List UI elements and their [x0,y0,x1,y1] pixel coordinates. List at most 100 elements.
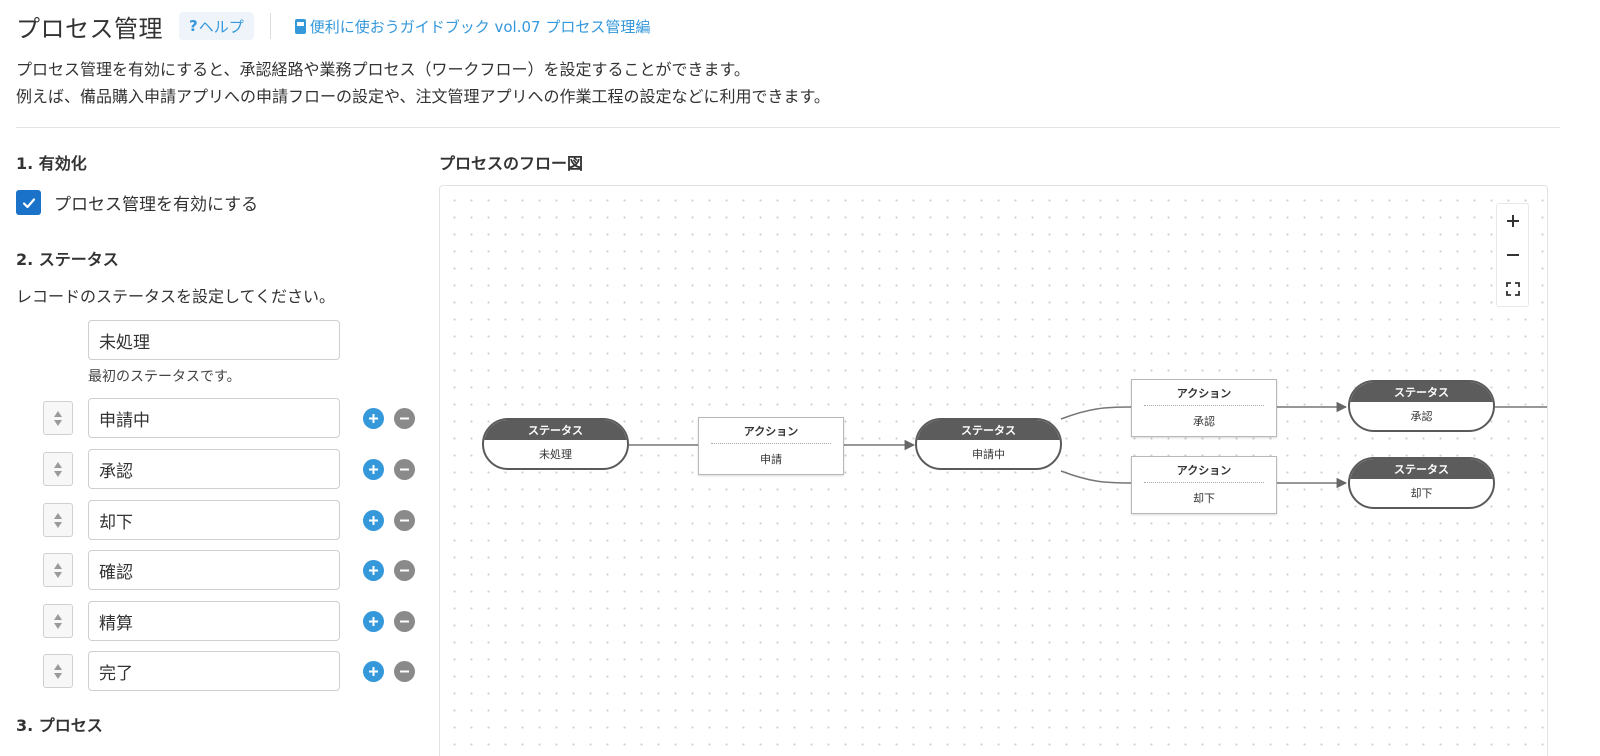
zoom-out-button[interactable] [1497,238,1528,272]
status-input[interactable] [88,601,340,641]
add-status-button[interactable] [363,661,384,682]
book-icon [294,18,306,34]
minus-icon [400,468,409,471]
first-status-note: 最初のステータスです。 [88,369,241,385]
sort-up-icon [54,613,62,620]
sort-down-icon [54,419,62,426]
status-input[interactable] [88,651,340,691]
sort-down-icon [54,521,62,528]
status-input[interactable] [88,449,340,489]
help-icon: ? [189,17,198,35]
minus-icon [400,417,409,420]
add-status-button[interactable] [363,611,384,632]
sort-handle[interactable] [43,654,73,688]
edge-s2-a2 [1060,406,1132,420]
sort-handle[interactable] [43,553,73,587]
remove-status-button[interactable] [394,611,415,632]
add-status-button[interactable] [363,408,384,429]
action-node-header: アクション [1144,380,1264,406]
action-node-label: 承認 [1193,415,1215,428]
flow-status-node[interactable]: ステータス 未処理 [482,418,629,470]
edge-s2-a3 [1060,470,1132,484]
flow-action-node[interactable]: アクション 承認 [1131,379,1277,437]
status-node-header: ステータス [484,420,627,440]
remove-status-button[interactable] [394,510,415,531]
remove-status-button[interactable] [394,661,415,682]
sort-handle[interactable] [43,503,73,537]
page-header: プロセス管理 ? ヘルプ 便利に使おうガイドブック vol.07 プロセス管理編 [16,8,650,44]
section-divider [16,127,1560,128]
plus-icon [369,414,378,423]
check-icon [22,197,35,208]
sort-up-icon [54,410,62,417]
remove-status-button[interactable] [394,459,415,480]
header-divider [269,13,271,39]
minus-icon [400,670,409,673]
plus-icon [1506,215,1519,227]
status-heading: 2. ステータス [16,250,119,269]
sort-down-icon [54,470,62,477]
zoom-in-button[interactable] [1497,204,1528,238]
enable-label: プロセス管理を有効にする [54,195,259,215]
enable-checkbox[interactable] [16,190,41,215]
flow-action-node[interactable]: アクション 却下 [1131,456,1277,514]
action-node-header: アクション [1144,457,1264,483]
status-node-header: ステータス [1350,382,1493,402]
minus-icon [400,519,409,522]
flow-action-node[interactable]: アクション 申請 [698,417,844,475]
minus-icon [400,620,409,623]
sort-up-icon [54,663,62,670]
status-node-label: 承認 [1410,410,1433,423]
add-status-button[interactable] [363,560,384,581]
help-label: ヘルプ [198,17,244,36]
guidebook-link-label: 便利に使おうガイドブック vol.07 プロセス管理編 [309,17,651,36]
plus-icon [369,617,378,626]
status-node-label: 未処理 [539,448,572,461]
guidebook-link[interactable]: 便利に使おうガイドブック vol.07 プロセス管理編 [294,16,651,37]
description-line-2: 例えば、備品購入申請アプリへの申請フローの設定や、注文管理アプリへの作業工程の設… [16,87,830,106]
status-input[interactable] [88,398,340,438]
remove-status-button[interactable] [394,560,415,581]
fullscreen-icon [1505,282,1520,296]
status-input-first[interactable] [88,320,340,360]
flow-status-node[interactable]: ステータス 申請中 [915,418,1062,470]
sort-down-icon [54,571,62,578]
action-node-label: 申請 [760,453,782,466]
plus-icon [369,667,378,676]
flow-canvas[interactable]: ステータス 未処理 アクション 申請 ステータス 申請中 アクション 承認 アク… [439,185,1548,756]
add-status-button[interactable] [363,459,384,480]
help-button[interactable]: ? ヘルプ [179,12,254,40]
sort-down-icon [54,622,62,629]
page-title: プロセス管理 [16,14,163,43]
fit-screen-button[interactable] [1497,272,1528,306]
add-status-button[interactable] [363,510,384,531]
process-heading: 3. プロセス [16,716,103,735]
sort-handle[interactable] [43,604,73,638]
status-node-label: 申請中 [972,448,1005,461]
status-node-header: ステータス [1350,459,1493,479]
page-description: プロセス管理を有効にすると、承認経路や業務プロセス（ワークフロー）を設定すること… [16,56,830,110]
sort-handle[interactable] [43,452,73,486]
remove-status-button[interactable] [394,408,415,429]
minus-icon [1506,254,1519,256]
action-node-label: 却下 [1193,492,1215,505]
status-input[interactable] [88,550,340,590]
flow-status-node[interactable]: ステータス 承認 [1348,380,1495,432]
plus-icon [369,516,378,525]
status-input[interactable] [88,500,340,540]
minus-icon [400,569,409,572]
flow-title: プロセスのフロー図 [439,154,584,173]
enable-row: プロセス管理を有効にする [16,190,258,215]
plus-icon [369,465,378,474]
sort-handle[interactable] [43,401,73,435]
status-node-header: ステータス [917,420,1060,440]
status-hint: レコードのステータスを設定してください。 [16,287,336,306]
flow-status-node[interactable]: ステータス 却下 [1348,457,1495,509]
sort-down-icon [54,672,62,679]
sort-up-icon [54,512,62,519]
zoom-controls [1496,203,1529,307]
sort-up-icon [54,562,62,569]
sort-up-icon [54,461,62,468]
enable-heading: 1. 有効化 [16,154,87,173]
action-node-header: アクション [711,418,831,444]
